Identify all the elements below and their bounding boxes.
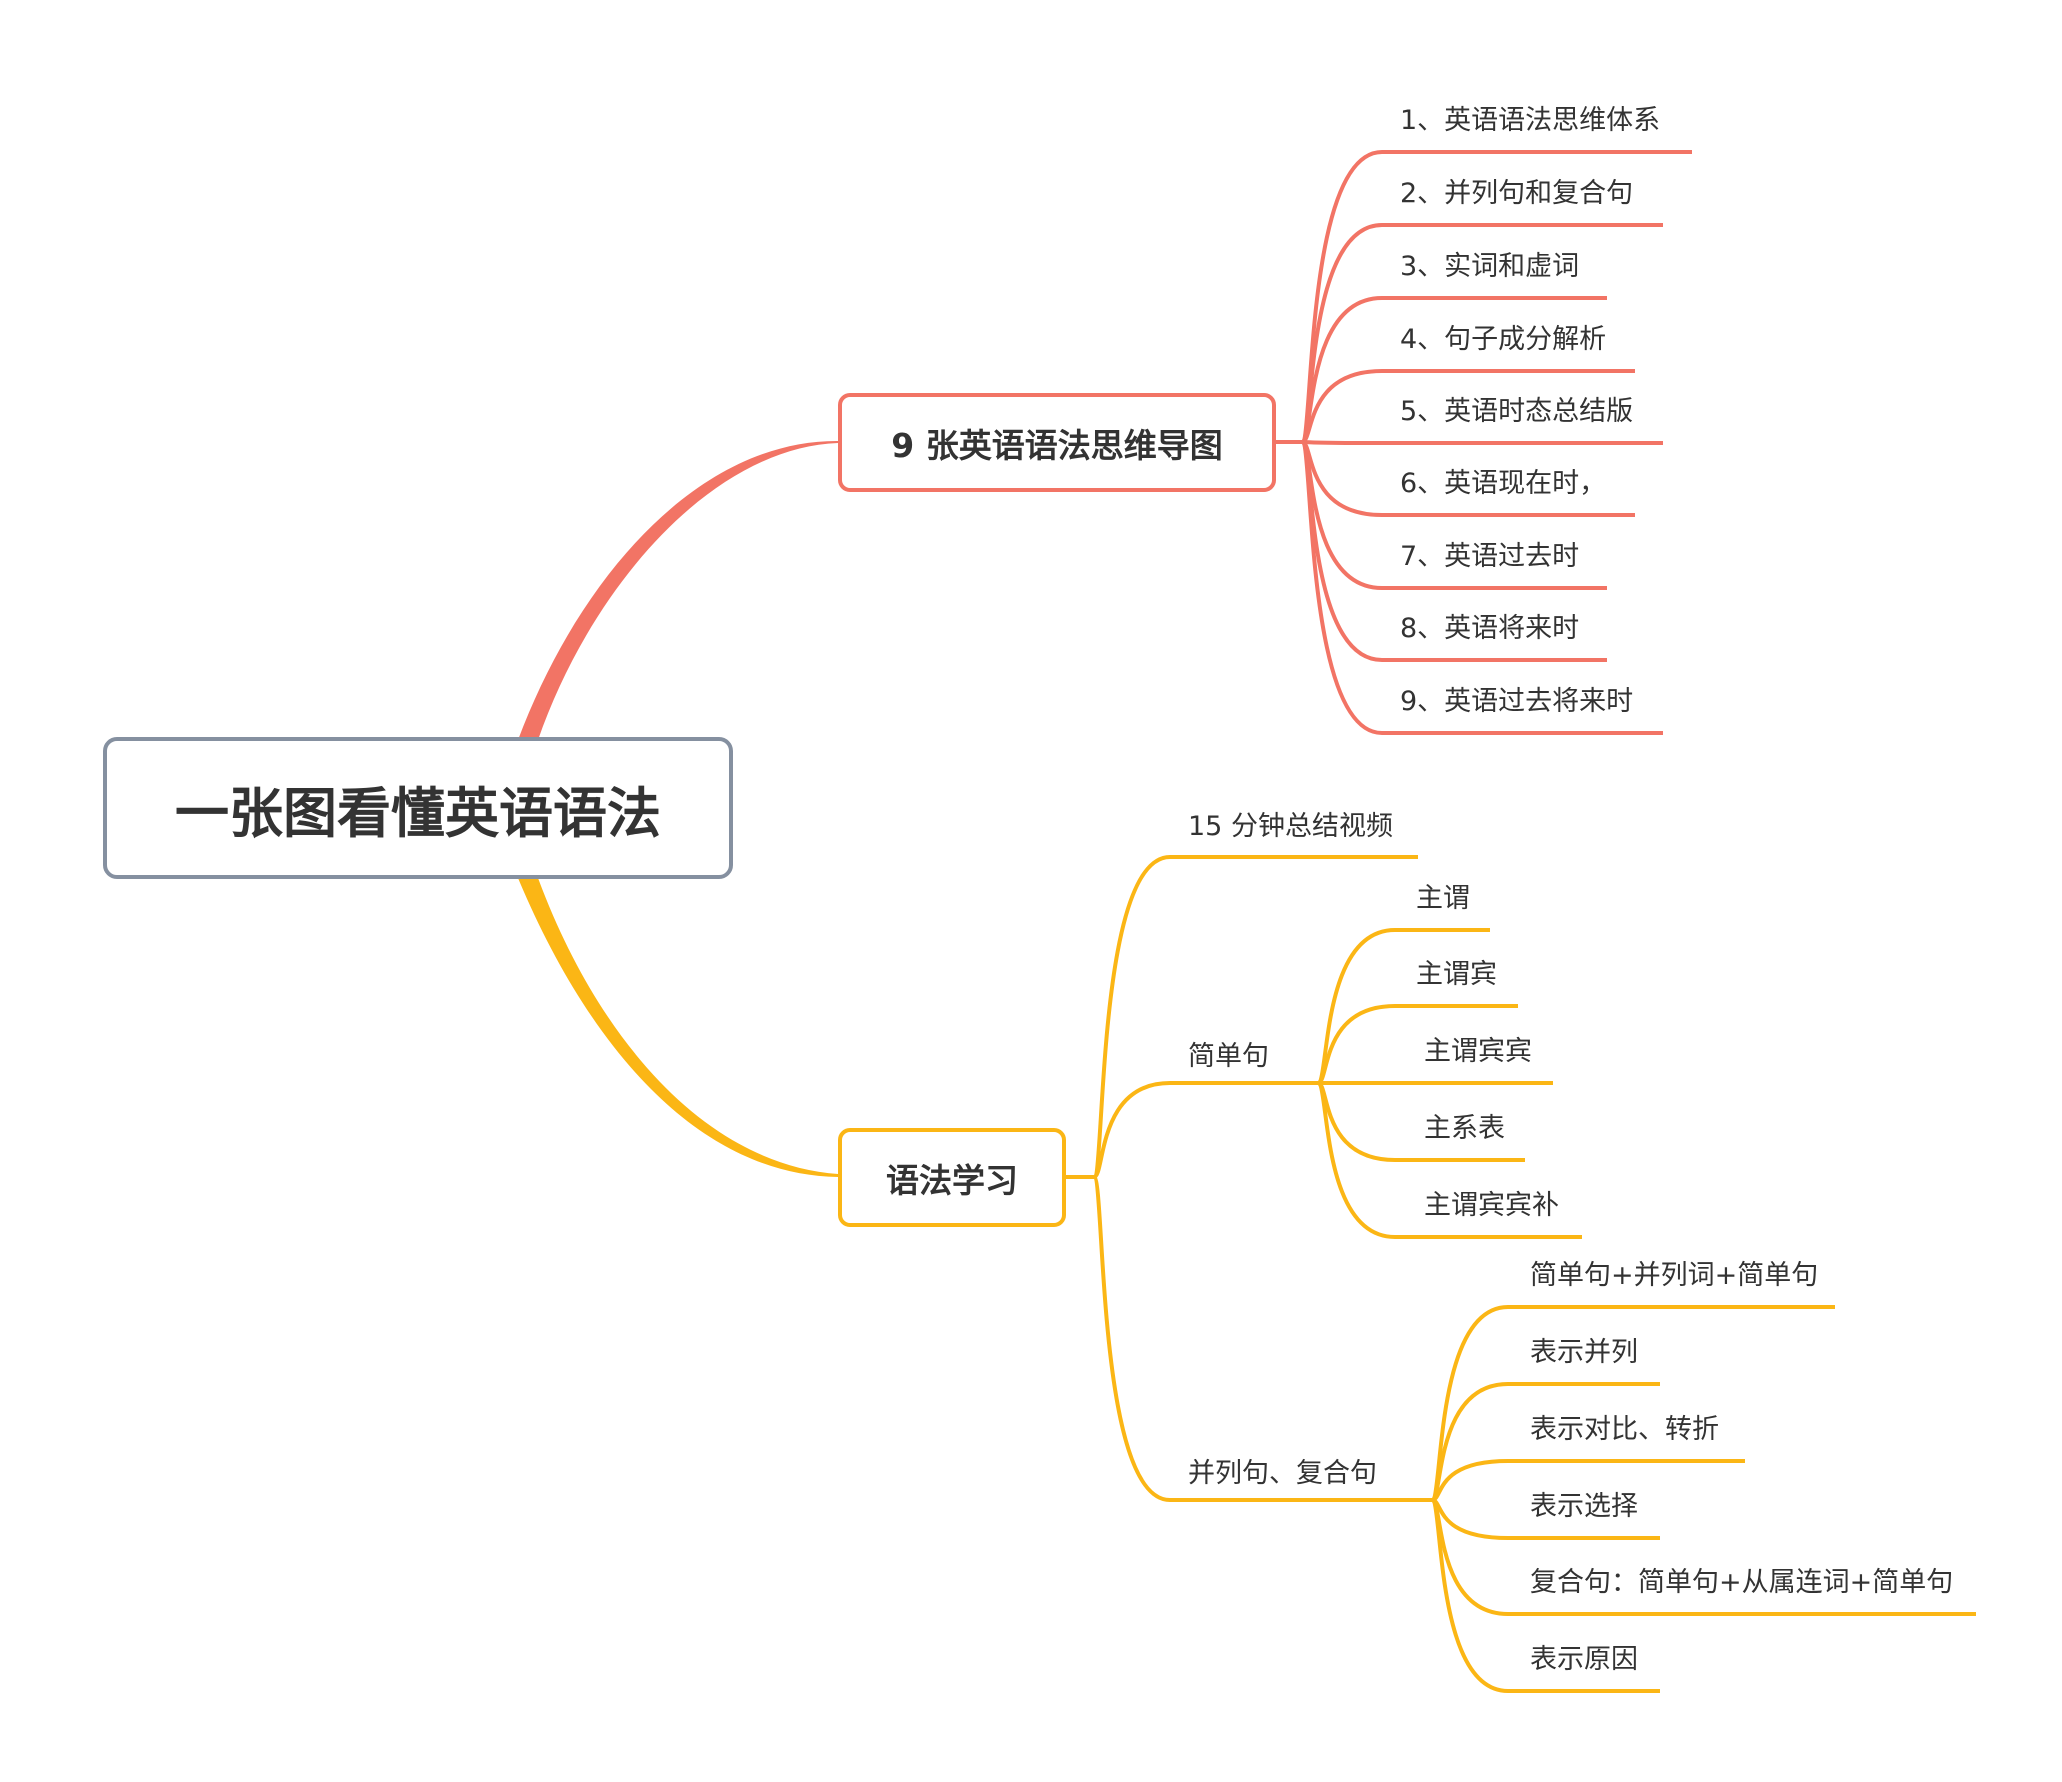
simple-sentence-item[interactable]: 主谓宾 (1416, 959, 1497, 990)
topic-grammar-maps[interactable]: 9 张英语语法思维导图 (838, 393, 1276, 492)
map-item[interactable]: 2、并列句和复合句 (1400, 178, 1634, 209)
map-item[interactable]: 7、英语过去时 (1400, 541, 1580, 572)
simple-sentence-item[interactable]: 主谓宾宾补 (1424, 1190, 1559, 1221)
connector-compound (1092, 1175, 1432, 1502)
topic-simple-sentence[interactable]: 简单句 (1188, 1041, 1269, 1072)
topic-grammar-study[interactable]: 语法学习 (838, 1128, 1066, 1227)
connector-simple (1092, 1081, 1318, 1179)
root-topic[interactable]: 一张图看懂英语语法 (103, 737, 733, 879)
map-item[interactable]: 3、实词和虚词 (1400, 251, 1580, 282)
simple-sentence-item[interactable]: 主谓 (1416, 883, 1470, 914)
maps-connectors (1300, 150, 1692, 735)
connector-root-maps (518, 440, 838, 740)
topic-video[interactable]: 15 分钟总结视频 (1188, 811, 1393, 842)
map-item[interactable]: 9、英语过去将来时 (1400, 686, 1634, 717)
connector-simple-item (1317, 1004, 1518, 1085)
connector-compound-item (1430, 1498, 1660, 1693)
connector-map-item (1300, 440, 1663, 735)
connector-video (1092, 855, 1418, 1179)
study-connectors (1066, 855, 1976, 1693)
compound-sentence-item[interactable]: 表示原因 (1530, 1644, 1638, 1675)
simple-sentence-item[interactable]: 主谓宾宾 (1424, 1036, 1532, 1067)
connector-compound-item (1431, 1459, 1745, 1502)
connector-simple-item (1316, 1081, 1582, 1239)
map-item[interactable]: 1、英语语法思维体系 (1400, 105, 1661, 136)
compound-sentence-item[interactable]: 表示对比、转折 (1530, 1414, 1719, 1445)
topic-compound-sentence[interactable]: 并列句、复合句 (1188, 1458, 1377, 1489)
simple-sentence-item[interactable]: 主系表 (1424, 1113, 1505, 1144)
connector-root-study (518, 878, 838, 1177)
connector-map-item (1301, 440, 1663, 445)
map-item[interactable]: 4、句子成分解析 (1400, 324, 1607, 355)
compound-sentence-item[interactable]: 表示选择 (1530, 1491, 1638, 1522)
compound-sentence-item[interactable]: 复合句：简单句+从属连词+简单句 (1530, 1567, 1954, 1598)
connector-compound-item (1430, 1305, 1835, 1502)
map-item[interactable]: 6、英语现在时， (1400, 468, 1607, 499)
compound-sentence-item[interactable]: 简单句+并列词+简单句 (1530, 1260, 1819, 1291)
map-item[interactable]: 5、英语时态总结版 (1400, 396, 1634, 427)
connector-map-item (1301, 369, 1635, 444)
compound-sentence-item[interactable]: 表示并列 (1530, 1337, 1638, 1368)
map-item[interactable]: 8、英语将来时 (1400, 613, 1580, 644)
